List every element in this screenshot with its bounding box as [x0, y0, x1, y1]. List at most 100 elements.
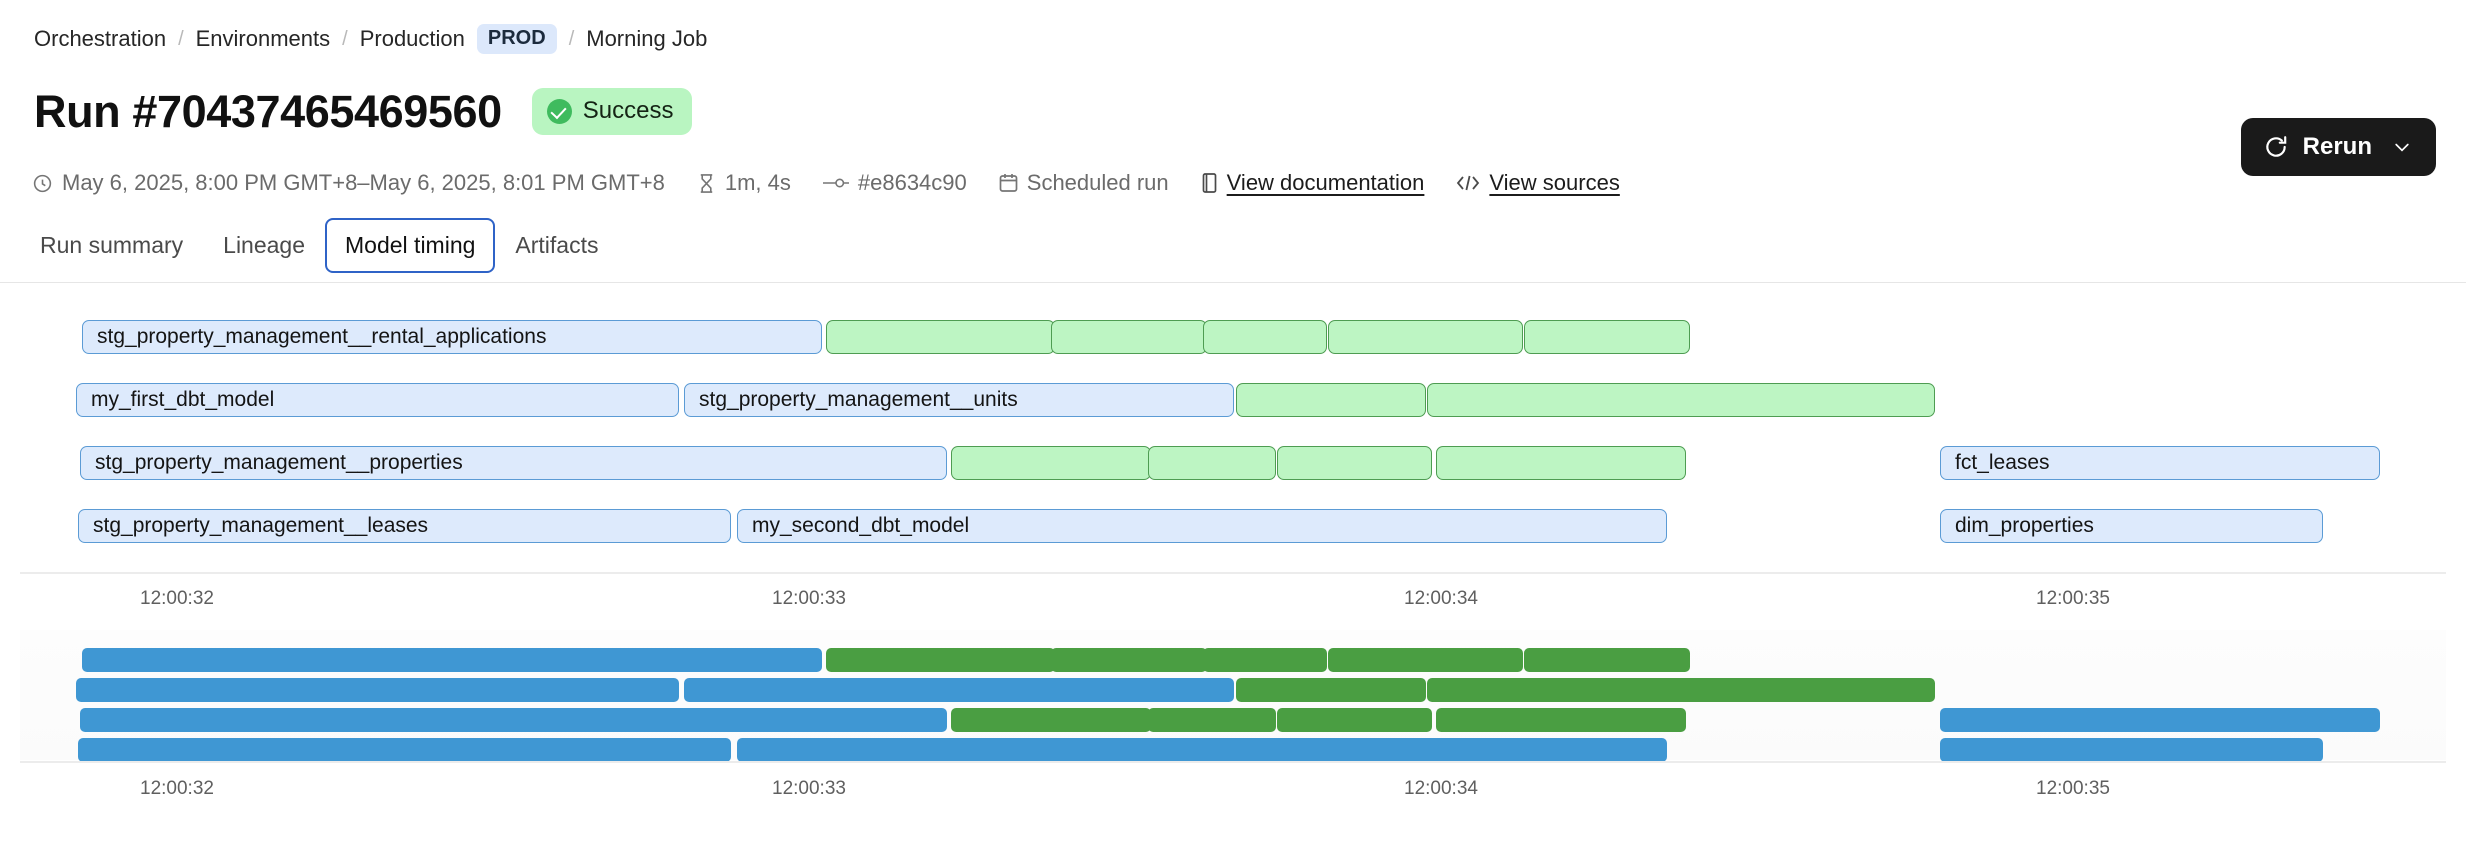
book-icon: [1201, 173, 1218, 193]
gantt-bar-segment[interactable]: [1051, 648, 1207, 672]
axis-tick-label: 12:00:32: [140, 778, 214, 799]
tab-artifacts[interactable]: Artifacts: [515, 232, 599, 258]
gantt-bar-stg_property_management__rental_applications[interactable]: stg_property_management__rental_applicat…: [82, 320, 822, 354]
gantt-bar-stg_property_management__leases[interactable]: stg_property_management__leases: [78, 509, 731, 543]
breadcrumb-separator: /: [342, 27, 348, 50]
gantt-bar-segment[interactable]: [80, 708, 947, 732]
gantt-bar-segment[interactable]: [951, 446, 1151, 480]
axis-tick-label: 12:00:33: [772, 588, 846, 609]
gantt-bar-segment[interactable]: [1940, 708, 2380, 732]
gantt-bar-segment[interactable]: [1427, 383, 1935, 417]
meta-timestamp-label: May 6, 2025, 8:00 PM GMT+8–May 6, 2025, …: [62, 170, 665, 195]
axis-tick-label: 12:00:34: [1404, 778, 1478, 799]
gantt-bar-segment[interactable]: [1436, 708, 1686, 732]
code-icon: [1456, 174, 1480, 192]
meta-duration-label: 1m, 4s: [724, 170, 791, 195]
gantt-bar-segment[interactable]: [1436, 446, 1686, 480]
gantt-bar-segment[interactable]: [1236, 383, 1426, 417]
rerun-button[interactable]: Rerun: [2240, 118, 2436, 176]
breadcrumb: Orchestration / Environments / Productio…: [34, 24, 707, 54]
axis-tick-label: 12:00:33: [772, 778, 846, 799]
tab-bar: Run summary Lineage Model timing Artifac…: [20, 218, 618, 273]
meta-trigger-label: Scheduled run: [1026, 170, 1169, 195]
gantt-bar-segment[interactable]: [1203, 648, 1327, 672]
page-title: Run #70437465469560: [34, 86, 502, 137]
gantt-bar-segment[interactable]: [1277, 446, 1432, 480]
breadcrumb-separator: /: [568, 27, 575, 50]
model-timing-gantt-chart: stg_property_management__rental_applicat…: [0, 300, 2466, 609]
rerun-button-label: Rerun: [2302, 133, 2372, 160]
gantt-bar-segment[interactable]: [1203, 320, 1327, 354]
axis-tick-label: 12:00:32: [140, 588, 214, 609]
gantt-bar-stg_property_management__units[interactable]: stg_property_management__units: [684, 383, 1234, 417]
gantt-bar-dim_properties[interactable]: dim_properties: [1940, 509, 2323, 543]
page-title-row: Run #70437465469560 Success: [34, 86, 693, 137]
view-documentation-link[interactable]: View documentation: [1226, 170, 1425, 195]
tab-bar-divider: [0, 282, 2466, 283]
calendar-icon: [999, 173, 1018, 193]
status-badge: Success: [531, 88, 693, 135]
gantt-bar-label: fct_leases: [1955, 451, 2050, 474]
meta-commit: #e8634c90: [822, 170, 967, 196]
gantt-bar-my_first_dbt_model[interactable]: my_first_dbt_model: [76, 383, 679, 417]
meta-commit-label: #e8634c90: [857, 170, 967, 195]
meta-trigger: Scheduled run: [999, 170, 1169, 196]
gantt-bar-label: stg_property_management__properties: [95, 451, 463, 474]
tab-lineage[interactable]: Lineage: [223, 232, 306, 258]
refresh-icon: [2263, 134, 2289, 160]
hourglass-icon: [697, 173, 716, 194]
gantt-bar-label: stg_property_management__leases: [93, 514, 429, 537]
gantt-bar-segment[interactable]: [1940, 738, 2323, 762]
gantt-bar-segment[interactable]: [78, 738, 731, 762]
view-sources-link[interactable]: View sources: [1489, 170, 1620, 195]
breadcrumb-item-production[interactable]: Production: [359, 26, 465, 51]
status-badge-label: Success: [582, 97, 674, 124]
gantt-bar-segment[interactable]: [1524, 648, 1690, 672]
gantt-bar-segment[interactable]: [76, 678, 679, 702]
gantt-bar-segment[interactable]: [1277, 708, 1432, 732]
gantt-bar-label: stg_property_management__units: [699, 388, 1018, 411]
gantt-bar-label: my_first_dbt_model: [91, 388, 275, 411]
tab-model-timing[interactable]: Model timing: [325, 218, 496, 273]
gantt-bar-segment[interactable]: [1427, 678, 1935, 702]
meta-sources[interactable]: View sources: [1456, 170, 1620, 196]
gantt-bar-segment[interactable]: [1236, 678, 1426, 702]
gantt-bar-label: dim_properties: [1955, 514, 2094, 537]
meta-timestamp: May 6, 2025, 8:00 PM GMT+8–May 6, 2025, …: [32, 170, 665, 196]
gantt-bar-segment[interactable]: [1148, 446, 1276, 480]
model-timing-overview-chart: 12:00:32 12:00:33 12:00:34 12:00:35: [0, 630, 2466, 840]
breadcrumb-item-orchestration[interactable]: Orchestration: [34, 26, 167, 51]
breadcrumb-item-morning-job[interactable]: Morning Job: [586, 26, 708, 51]
gantt-bar-segment[interactable]: [951, 708, 1151, 732]
breadcrumb-separator: /: [178, 27, 184, 50]
chevron-down-icon[interactable]: [2392, 137, 2412, 157]
check-circle-icon: [546, 98, 572, 124]
gantt-axis-line-overview: [20, 761, 2446, 763]
gantt-bar-segment[interactable]: [684, 678, 1234, 702]
gantt-bar-segment[interactable]: [1524, 320, 1690, 354]
gantt-bar-my_second_dbt_model[interactable]: my_second_dbt_model: [737, 509, 1667, 543]
axis-tick-label: 12:00:35: [2036, 588, 2110, 609]
tab-run-summary[interactable]: Run summary: [40, 232, 184, 258]
gantt-bar-segment[interactable]: [826, 648, 1055, 672]
gantt-bar-segment[interactable]: [1148, 708, 1276, 732]
gantt-bar-segment[interactable]: [1051, 320, 1207, 354]
gantt-bar-segment[interactable]: [1328, 320, 1523, 354]
commit-icon: [822, 175, 849, 191]
meta-duration: 1m, 4s: [697, 170, 791, 196]
gantt-axis-line-detail: [20, 572, 2446, 574]
clock-icon: [32, 173, 53, 194]
breadcrumb-item-environments[interactable]: Environments: [195, 26, 331, 51]
axis-tick-label: 12:00:35: [2036, 778, 2110, 799]
gantt-bar-label: my_second_dbt_model: [752, 514, 970, 537]
gantt-bar-fct_leases[interactable]: fct_leases: [1940, 446, 2380, 480]
run-metadata-row: May 6, 2025, 8:00 PM GMT+8–May 6, 2025, …: [32, 170, 1652, 196]
gantt-bar-segment[interactable]: [826, 320, 1055, 354]
gantt-bar-stg_property_management__properties[interactable]: stg_property_management__properties: [80, 446, 947, 480]
gantt-bar-label: stg_property_management__rental_applicat…: [97, 325, 547, 348]
gantt-bar-segment[interactable]: [1328, 648, 1523, 672]
gantt-bar-segment[interactable]: [82, 648, 822, 672]
gantt-bar-segment[interactable]: [737, 738, 1667, 762]
meta-documentation[interactable]: View documentation: [1201, 170, 1425, 196]
axis-tick-label: 12:00:34: [1404, 588, 1478, 609]
